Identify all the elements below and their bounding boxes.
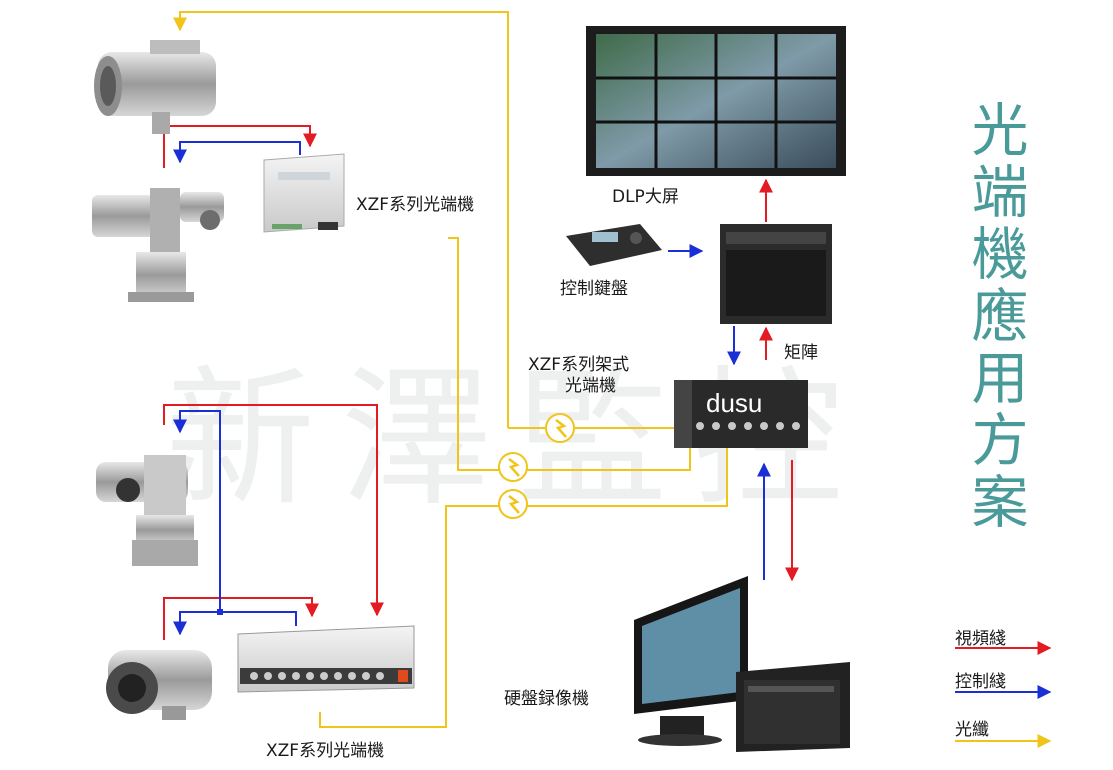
optical-transceiver-top-device xyxy=(263,153,345,233)
fiber-line-top-camera xyxy=(173,11,509,428)
fiber-badge-2 xyxy=(498,452,528,482)
control-line-top-ptz xyxy=(173,141,301,164)
label-matrix: 矩陣 xyxy=(784,343,818,363)
ir-camera-bottom xyxy=(106,650,212,720)
legend-control-label: 控制綫 xyxy=(955,672,1006,692)
video-line-left-camera xyxy=(163,404,384,617)
dlp-video-wall xyxy=(586,26,846,176)
matrix-device xyxy=(720,224,832,324)
legend-fiber-label: 光纖 xyxy=(955,720,989,740)
fiber-line-bottom-transceiver xyxy=(319,445,728,728)
control-line-left-camera xyxy=(173,410,221,612)
label-dlp-screen: DLP大屏 xyxy=(612,187,679,207)
dvr-monitor xyxy=(634,576,748,746)
label-dvr: 硬盤録像機 xyxy=(504,689,589,709)
label-rack-transceiver-line1: XZF系列架式 xyxy=(528,355,630,375)
ptz-camera xyxy=(92,188,224,302)
diagram-title-char: 用 xyxy=(971,346,1029,412)
video-lines xyxy=(163,125,1052,655)
control-line-bottom-camera xyxy=(173,611,297,636)
label-control-keyboard: 控制鍵盤 xyxy=(560,279,628,299)
diagram-title-char: 案 xyxy=(971,470,1029,536)
dvr-case xyxy=(736,662,850,752)
rack-screen-text: dusu xyxy=(706,388,762,418)
label-optical-transceiver-top: XZF系列光端機 xyxy=(356,195,475,215)
label-optical-transceiver-bottom: XZF系列光端機 xyxy=(266,741,385,761)
fiber-badge-3 xyxy=(498,489,528,519)
fiber-lines xyxy=(173,11,1052,748)
video-line-top-ptz xyxy=(163,125,317,168)
diagram-title-char: 光 xyxy=(971,98,1029,164)
diagram-title: 光端機應用方案 xyxy=(968,100,1032,534)
diagram-title-char: 應 xyxy=(971,284,1029,350)
label-rack-transceiver-line2: 光端機 xyxy=(565,376,616,396)
explosion-proof-camera-top xyxy=(94,40,216,134)
fiber-line-top-transceiver xyxy=(448,237,691,471)
control-junction xyxy=(217,609,223,615)
explosion-proof-camera-left xyxy=(96,455,198,566)
control-keyboard-device xyxy=(566,224,662,266)
rack-transceiver-device: dusu xyxy=(674,380,808,448)
control-lines xyxy=(173,141,1052,699)
optical-transceiver-rack-bottom xyxy=(237,625,415,693)
video-line-bottom-camera xyxy=(163,597,319,640)
fiber-badge-1 xyxy=(545,413,575,443)
diagram-title-char: 端 xyxy=(971,160,1029,226)
diagram-title-char: 方 xyxy=(971,408,1029,474)
diagram-title-char: 機 xyxy=(971,222,1029,288)
legend-video-label: 視頻綫 xyxy=(955,629,1006,649)
